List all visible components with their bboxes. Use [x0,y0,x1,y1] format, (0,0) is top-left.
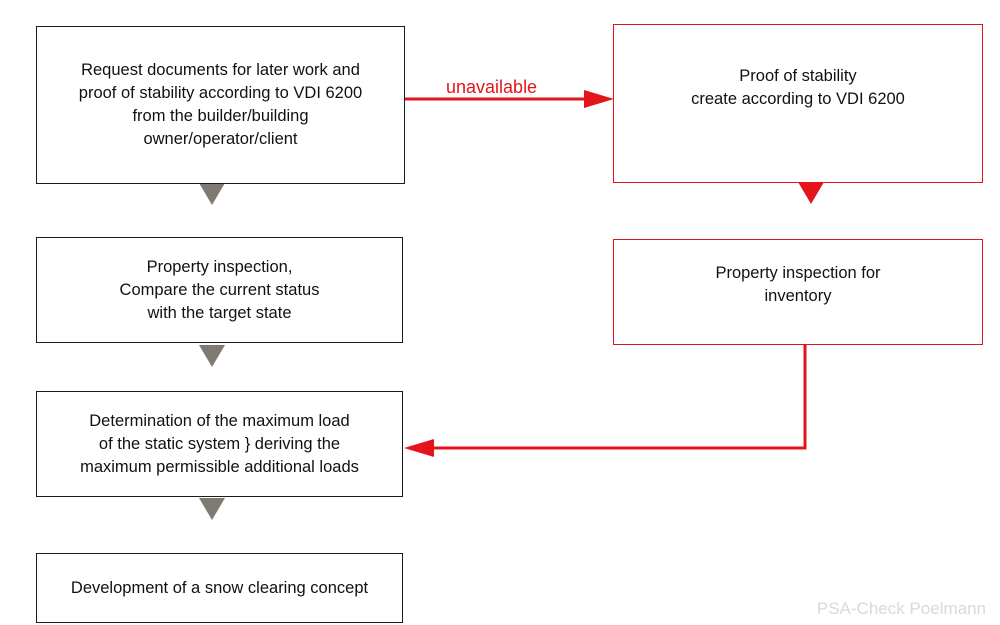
maximum-load-line: of the static system } deriving the [98,434,341,453]
snow-clearing-box: Development of a snow clearing concept [36,553,403,623]
inventory-return-line [430,345,807,450]
maximum-load-line: Determination of the maximum load [89,411,350,430]
request-documents-line: from the builder/building [132,107,309,125]
proof-of-stability-line: create according to VDI 6200 [691,90,905,108]
unavailable-arrowhead [584,90,614,108]
request-documents-box: Request documents for later work and pro… [36,26,405,184]
gray-down-arrow [199,345,225,367]
inventory-return-arrowhead [404,439,434,457]
gray-down-arrow [199,183,225,205]
inventory-inspection-box: Property inspection for inventory [613,239,983,345]
gray-down-arrow [199,498,225,520]
property-inspection-box: Property inspection, Compare the current… [36,237,403,343]
request-documents-line: owner/operator/client [143,130,298,148]
inventory-inspection-line: Property inspection for [715,264,881,282]
request-documents-line: proof of stability according to VDI 6200 [78,84,363,102]
property-inspection-line: with the target state [147,303,292,322]
maximum-load-box: Determination of the maximum load of the… [36,391,403,497]
snow-clearing-line: Development of a snow clearing concept [70,578,369,597]
red-down-arrow [798,182,824,204]
inventory-inspection-line: inventory [764,287,832,305]
request-documents-line: Request documents for later work and [81,61,360,79]
property-inspection-line: Property inspection, [146,257,293,276]
proof-of-stability-box: Proof of stability create according to V… [613,24,983,183]
watermark: PSA-Check Poelmann [816,599,986,618]
unavailable-label: unavailable [446,77,538,97]
maximum-load-line: maximum permissible additional loads [80,457,359,476]
property-inspection-line: Compare the current status [119,280,320,299]
proof-of-stability-line: Proof of stability [739,67,857,85]
